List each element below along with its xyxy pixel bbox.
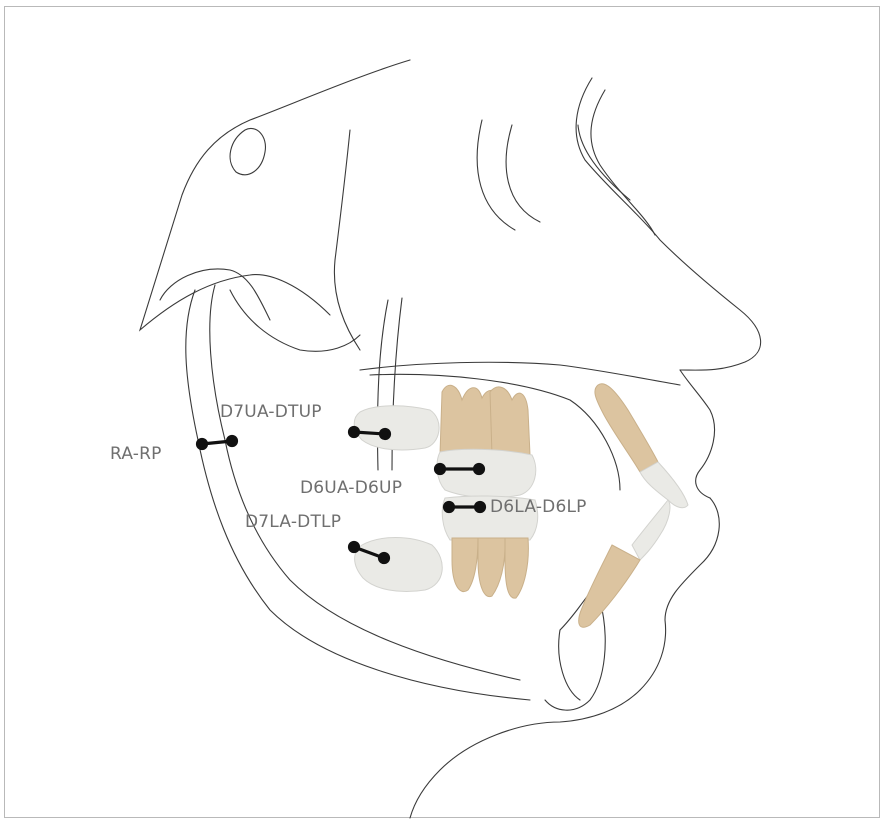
orbit-arc-2: [506, 125, 540, 222]
label-d6la-d6lp: D6LA-D6LP: [490, 497, 587, 517]
nasion-line: [578, 125, 630, 200]
label-d7ua-dtup: D7UA-DTUP: [220, 402, 322, 422]
label-d7la-dtlp: D7LA-DTLP: [245, 512, 341, 532]
label-ra-rp: RA-RP: [110, 444, 162, 464]
skull-outline: [140, 60, 410, 330]
label-d6ua-d6up: D6UA-D6UP: [300, 478, 402, 498]
condyle: [160, 269, 270, 320]
sella-outline: [230, 128, 265, 174]
sphenoid-line: [334, 130, 360, 350]
forehead-profile: [576, 78, 761, 370]
upper-second-molar: [354, 406, 439, 450]
lower-second-molar: [355, 538, 443, 592]
chin-soft-tissue: [410, 690, 640, 818]
palatal-plane: [360, 362, 680, 385]
upper-lip: [680, 370, 715, 498]
lower-incisor: [579, 500, 670, 627]
upper-first-molar: [437, 385, 536, 497]
nose-inner: [591, 90, 655, 235]
coronoid: [230, 290, 360, 351]
symphysis-inner: [559, 630, 580, 700]
marker-ra-rp: [198, 437, 237, 449]
